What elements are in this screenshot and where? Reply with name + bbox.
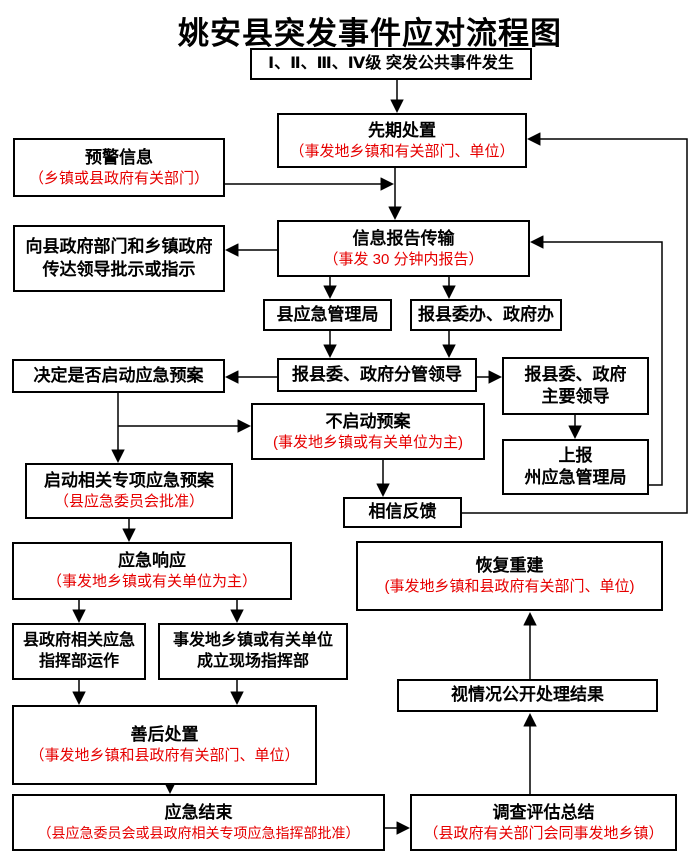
box-subtitle: （事发地乡镇或有关单位为主） [46,573,257,591]
box-title: 善后处置 [130,725,199,745]
box-subtitle: （事发 30 分钟内报告） [323,250,484,268]
box-public-results: 视情况公开处理结果 [397,679,658,712]
box-title: 视情况公开处理结果 [451,685,604,705]
arrow-prefecture-to-inforeport-loop [529,235,663,486]
box-title: 县应急管理局 [276,304,379,324]
box-subtitle: （事发地乡镇和有关部门、单位） [289,142,515,160]
box-title: 恢复重建 [475,556,544,576]
box-title: 相信反馈 [368,502,437,522]
box-county-hq-operation: 县政府相关应急 指挥部运作 [12,623,146,680]
box-title: 事发地乡镇或有关单位 [172,631,333,649]
box-report-prefecture-bureau: 上报 州应急管理局 [502,439,649,495]
box-report-committee-offices: 报县委办、政府办 [410,299,562,331]
box-info-report: 信息报告传输 （事发 30 分钟内报告） [277,220,530,277]
box-subtitle: （县应急委员会或县政府相关专项应急指挥部批准） [37,825,360,842]
box-subtitle: （事发地乡镇和县政府有关部门、单位） [29,747,300,765]
box-title: 应急响应 [118,551,186,571]
box-title-line2: 传达领导批示或指示 [42,259,196,279]
box-title: 应急结束 [164,803,233,823]
box-title: 调查评估总结 [492,802,595,822]
box-aftermath: 善后处置 （事发地乡镇和县政府有关部门、单位） [12,705,317,785]
box-event-level: Ⅰ、Ⅱ、Ⅲ、Ⅳ级 突发公共事件发生 [250,48,532,80]
box-title: 预警信息 [85,147,153,167]
box-title: Ⅰ、Ⅱ、Ⅲ、Ⅳ级 突发公共事件发生 [268,54,514,72]
box-emergency-end: 应急结束 （县应急委员会或县政府相关专项应急指挥部批准） [12,794,385,851]
box-title: 报县委、政府分管领导 [292,364,462,384]
box-decide-activation: 决定是否启动应急预案 [12,359,225,393]
box-feedback: 相信反馈 [343,497,462,528]
box-title: 不启动预案 [325,411,411,431]
box-title-line2: 主要领导 [541,387,610,406]
box-onsite-hq: 事发地乡镇或有关单位 成立现场指挥部 [158,623,348,680]
box-title: 报县委、政府 [524,364,627,384]
box-recovery: 恢复重建 (事发地乡镇和县政府有关部门、单位) [356,541,663,611]
box-title: 向县政府部门和乡镇政府 [25,237,213,257]
box-title: 上报 [558,445,593,465]
box-convey-instructions: 向县政府部门和乡镇政府 传达领导批示或指示 [13,225,225,292]
box-title: 报县委办、政府办 [418,304,554,324]
box-subtitle: （县应急委员会批准） [53,493,204,511]
box-subtitle: (事发地乡镇和县政府有关部门、单位) [384,578,635,596]
arrow-feedback-to-initial-loop [462,132,688,514]
box-subtitle: （乡镇或县政府有关部门） [28,169,209,187]
box-not-activate: 不启动预案 (事发地乡镇或有关单位为主) [251,403,485,460]
box-county-emergency-bureau: 县应急管理局 [263,299,392,331]
box-title: 决定是否启动应急预案 [33,365,204,385]
box-title: 先期处置 [368,120,436,140]
box-emergency-response: 应急响应 （事发地乡镇或有关单位为主） [12,542,292,600]
page-title: 姚安县突发事件应对流程图 [178,16,562,51]
box-title-line2: 州应急管理局 [524,468,627,487]
box-report-deputy-leaders: 报县委、政府分管领导 [277,358,477,392]
box-initial-disposal: 先期处置 （事发地乡镇和有关部门、单位） [277,113,527,168]
box-title-line2: 成立现场指挥部 [196,652,309,670]
box-title: 启动相关专项应急预案 [44,471,214,491]
box-title: 信息报告传输 [352,228,455,248]
box-investigation: 调查评估总结 （县政府有关部门会同事发地乡镇） [410,794,677,851]
box-subtitle: (事发地乡镇或有关单位为主) [273,433,463,451]
box-report-main-leaders: 报县委、政府 主要领导 [502,357,649,415]
box-title: 县政府相关应急 [22,631,135,649]
box-title-line2: 指挥部运作 [38,652,119,670]
box-subtitle: （县政府有关部门会同事发地乡镇） [423,824,664,842]
box-activate-plan: 启动相关专项应急预案 （县应急委员会批准） [25,463,233,519]
box-warning-info: 预警信息 （乡镇或县政府有关部门） [13,138,225,197]
